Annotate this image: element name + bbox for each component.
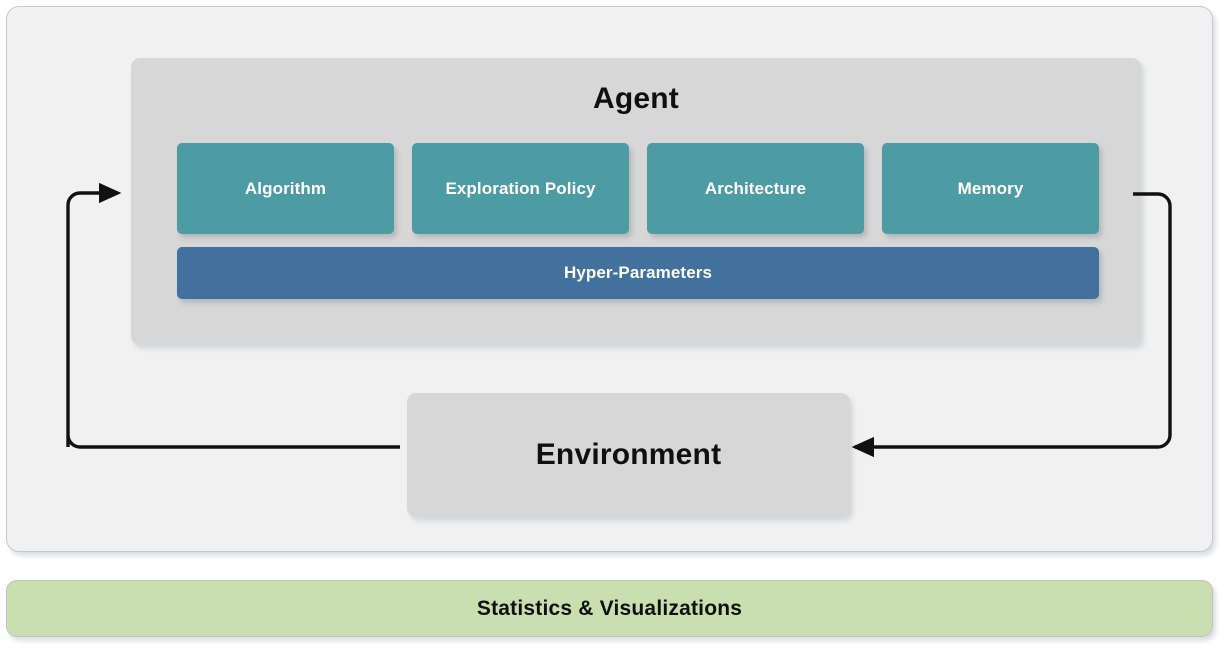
agent-component-label: Exploration Policy xyxy=(445,178,596,198)
statistics-visualizations-label: Statistics & Visualizations xyxy=(476,596,743,620)
rl-loop-panel: Agent Algorithm Exploration Policy Archi… xyxy=(6,6,1213,552)
hyper-parameters-label: Hyper-Parameters xyxy=(563,263,713,282)
agent-component-label: Memory xyxy=(957,178,1024,198)
statistics-visualizations-bar[interactable]: Statistics & Visualizations xyxy=(6,580,1213,637)
hyper-parameters-bar[interactable]: Hyper-Parameters xyxy=(177,247,1099,299)
agent-panel[interactable]: Agent Algorithm Exploration Policy Archi… xyxy=(131,58,1141,345)
agent-component-exploration-policy[interactable]: Exploration Policy xyxy=(412,143,629,234)
agent-component-architecture[interactable]: Architecture xyxy=(647,143,864,234)
agent-component-label: Architecture xyxy=(704,178,807,198)
agent-component-label: Algorithm xyxy=(244,178,327,198)
agent-component-memory[interactable]: Memory xyxy=(882,143,1099,234)
agent-component-algorithm[interactable]: Algorithm xyxy=(177,143,394,234)
agent-title: Agent xyxy=(593,82,679,115)
agent-component-row: Algorithm Exploration Policy Architectur… xyxy=(177,143,1099,234)
environment-panel[interactable]: Environment xyxy=(407,393,850,517)
environment-label: Environment xyxy=(535,438,722,471)
